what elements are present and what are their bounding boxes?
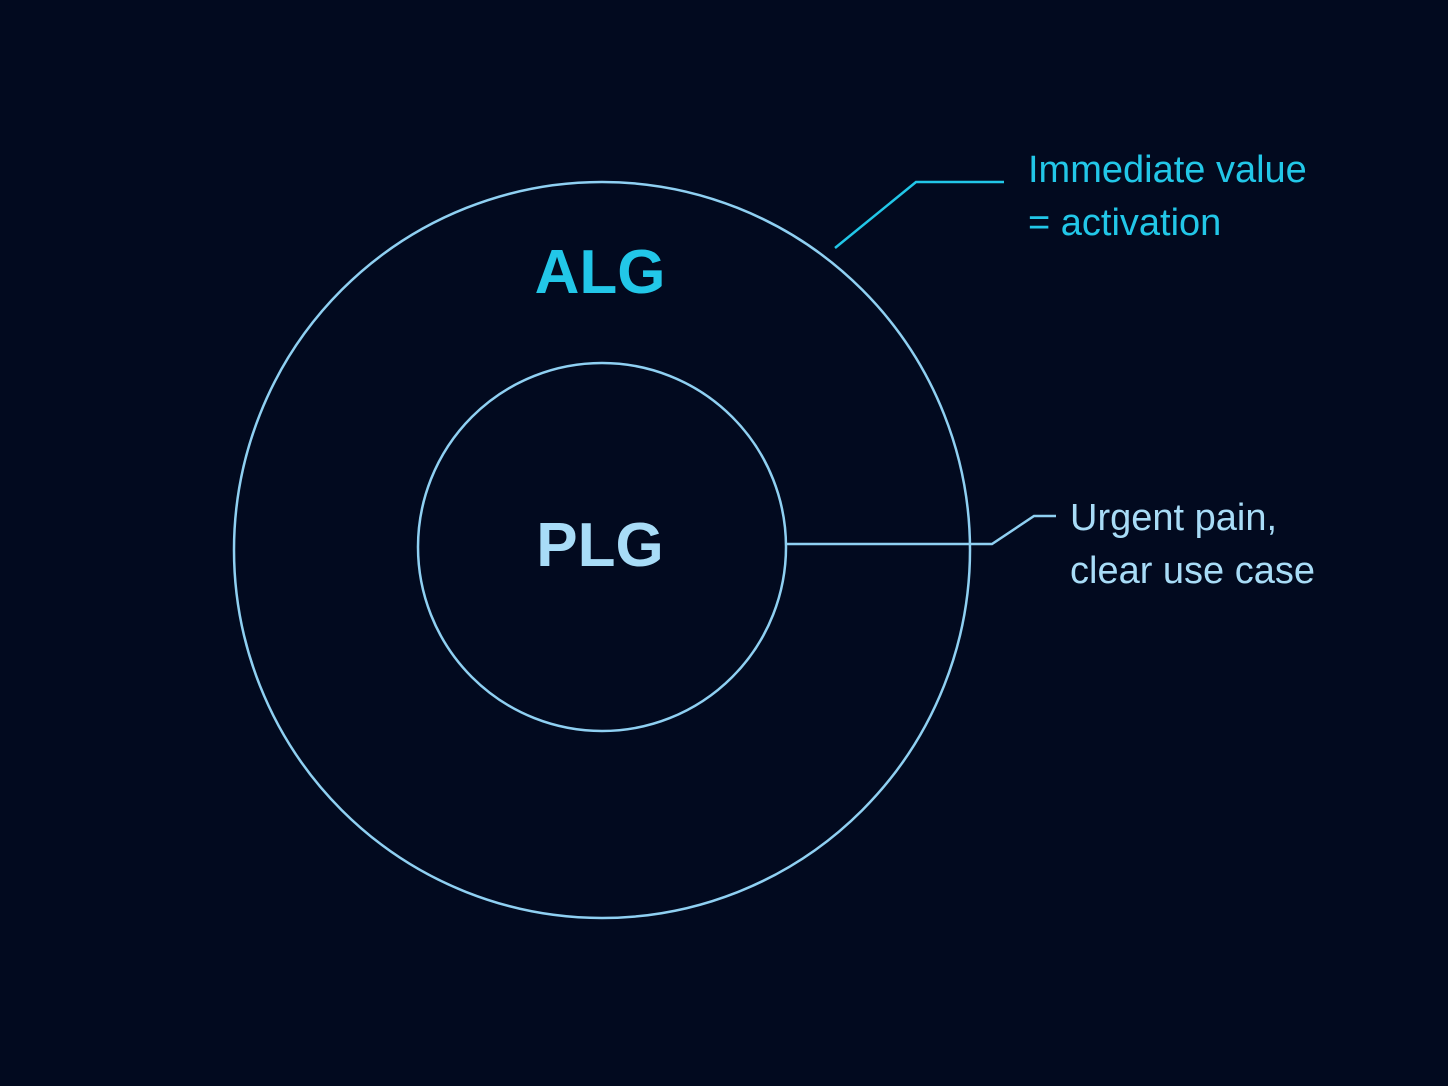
outer-ring-label: ALG <box>534 238 666 307</box>
inner-callout-line-2: clear use case <box>1070 550 1316 592</box>
inner-ring-plg <box>416 361 788 733</box>
outer-callout-line-2: = activation <box>1028 202 1222 244</box>
inner-callout-line-1: Urgent pain, <box>1070 497 1278 539</box>
outer-ring-alg <box>232 180 972 920</box>
inner-callout-leader-line <box>786 514 1056 546</box>
outer-callout-line-1: Immediate value <box>1028 149 1307 191</box>
outer-ring-callout: Immediate value = activation <box>1028 144 1307 250</box>
inner-ring-callout: Urgent pain, clear use case <box>1070 492 1315 598</box>
outer-callout-leader-line <box>834 180 1004 249</box>
inner-ring-label: PLG <box>536 511 664 580</box>
